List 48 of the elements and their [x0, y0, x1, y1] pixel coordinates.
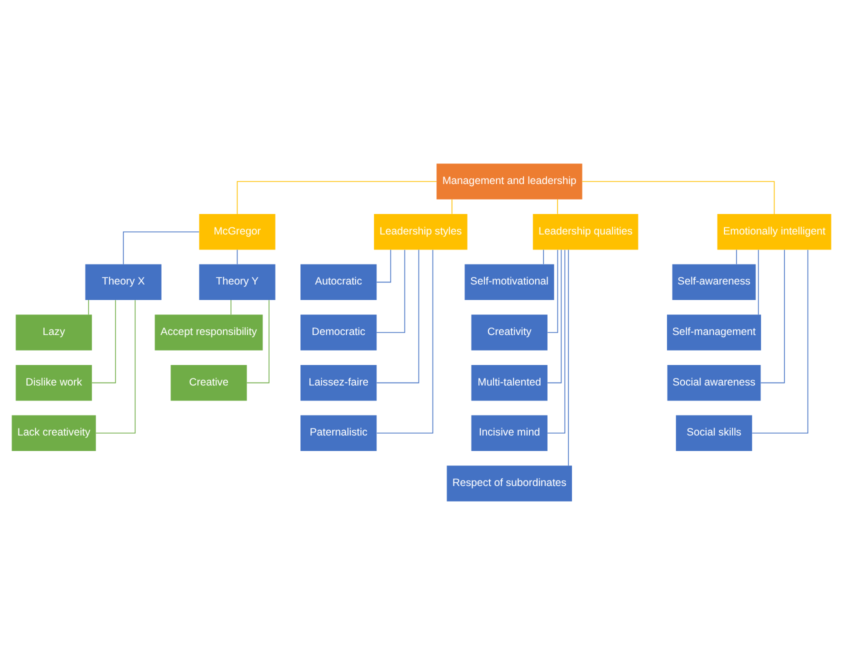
connector	[96, 299, 136, 434]
connector	[736, 248, 737, 264]
connector	[230, 299, 232, 314]
node-box: Self-motivational	[464, 264, 554, 300]
connector	[547, 248, 562, 383]
node-box: Leadership styles	[374, 213, 468, 250]
connector	[557, 198, 558, 214]
node-box: Social awareness	[667, 364, 761, 400]
node-box: Incisive mind	[471, 414, 548, 451]
node-box: McGregor	[199, 213, 276, 250]
connector	[543, 248, 544, 264]
node-box: Laissez-faire	[300, 364, 377, 400]
node-box: Emotionally intelligent	[717, 213, 832, 250]
node-box: Theory X	[85, 264, 162, 300]
connector	[547, 249, 566, 434]
connector	[582, 180, 775, 214]
node-box: Self-awareness	[672, 264, 756, 300]
connector	[568, 248, 569, 466]
connector	[376, 248, 420, 383]
node-box: Leadership qualities	[532, 213, 638, 250]
node-box: Respect of subordinates	[446, 465, 572, 501]
node-box: Creative	[170, 364, 247, 400]
connector	[376, 248, 392, 282]
connector	[92, 299, 116, 383]
node-box: Lack creativeity	[12, 414, 96, 451]
node-box: Theory Y	[199, 264, 276, 300]
connector	[376, 248, 406, 332]
node-box: Social skills	[676, 414, 752, 451]
node-box: Paternalistic	[300, 414, 377, 451]
node-box: Autocratic	[300, 264, 377, 300]
node-box: Democratic	[300, 314, 377, 350]
connector	[758, 248, 759, 314]
connector	[547, 248, 558, 332]
connector	[760, 248, 785, 383]
connector	[236, 180, 437, 214]
connector	[88, 299, 89, 314]
connector	[122, 230, 200, 264]
node-box: Creativity	[471, 314, 548, 350]
node-box: Accept responsibility	[154, 314, 263, 350]
connector	[752, 249, 808, 434]
node-box: Self-management	[667, 314, 762, 350]
connector	[236, 248, 238, 264]
node-box: Management and leadership	[436, 163, 582, 199]
node-box: Multi-talented	[471, 364, 548, 400]
node-box: Lazy	[16, 314, 92, 350]
connector	[246, 299, 270, 383]
node-box: Dislike work	[16, 364, 92, 400]
connector	[376, 249, 434, 434]
